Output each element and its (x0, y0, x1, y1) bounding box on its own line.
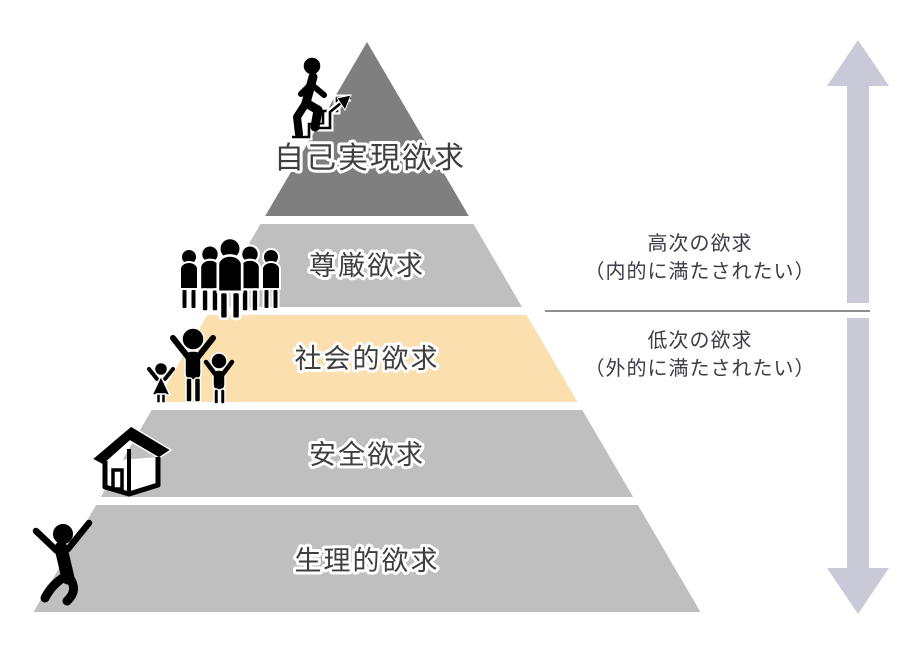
lower-needs-title: 低次の欲求 (648, 328, 753, 352)
side-annotations: 高次の欲求 （内的に満たされたい） 低次の欲求 （外的に満たされたい） (545, 40, 889, 614)
pyramid-level-self-actualization (265, 42, 469, 216)
higher-needs-subtitle: （内的に満たされたい） (585, 259, 816, 283)
pyramid-label-social: 社会的欲求 (295, 344, 440, 375)
pyramid-level-esteem (212, 224, 522, 307)
lower-needs-subtitle: （外的に満たされたい） (585, 356, 816, 380)
pyramid-level-physiological (33, 505, 701, 612)
jumping-person-icon (32, 519, 93, 606)
small-arrow-head (336, 94, 352, 112)
pyramid: 自己実現欲求 尊厳欲求 社会的欲求 安全欲求 生理的欲求 (33, 42, 701, 612)
pyramid-label-physiological: 生理的欲求 (295, 546, 440, 577)
climbing-stairs-icon (292, 55, 352, 141)
family-icon (147, 327, 235, 405)
up-arrow (827, 40, 889, 303)
higher-needs-title: 高次の欲求 (648, 231, 753, 255)
pyramid-label-safety: 安全欲求 (309, 440, 425, 471)
house-icon (90, 425, 173, 497)
pyramid-level-social (156, 315, 578, 402)
pyramid-label-esteem: 尊厳欲求 (309, 251, 425, 282)
down-arrow (827, 318, 889, 614)
pyramid-level-safety (100, 410, 634, 497)
pyramid-label-self-actualization: 自己実現欲求 (274, 141, 466, 176)
pyramid-icons (32, 55, 352, 606)
